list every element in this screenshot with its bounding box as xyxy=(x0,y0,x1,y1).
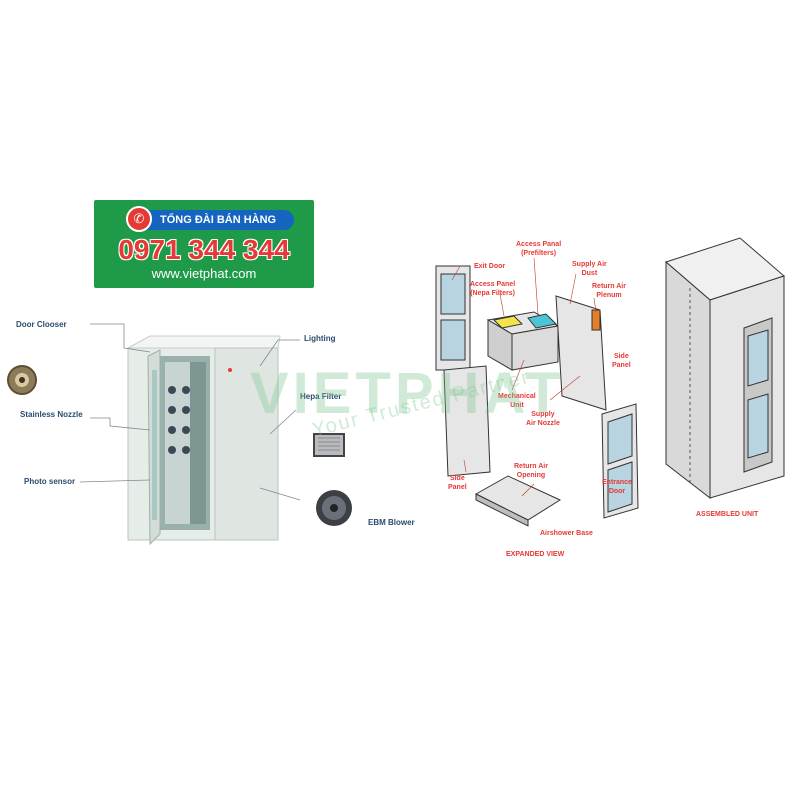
hotline-title: TỔNG ĐÀI BÁN HÀNG xyxy=(134,210,294,230)
hotline-number: 0971 344 344 xyxy=(118,234,290,265)
label-entrance-door: Entrance Door xyxy=(602,479,632,495)
label-photo-sensor: Photo sensor xyxy=(24,477,76,486)
label-airshower-base: Airshower Base xyxy=(540,530,593,537)
label-stainless-nozzle: Stainless Nozzle xyxy=(20,410,83,419)
assembled-unit-diagram xyxy=(665,237,785,500)
label-side-panel-left: Side Panel xyxy=(448,475,467,491)
label-exit-door: Exit Door xyxy=(474,263,506,270)
caption-expanded-view: EXPANDED VIEW xyxy=(506,551,565,558)
caption-assembled-unit: ASSEMBLED UNIT xyxy=(696,511,759,518)
expanded-view-diagram xyxy=(435,257,639,527)
air-shower-photo-illustration xyxy=(7,323,352,546)
label-access-panel-prefilters: Access Panal (Prefilters) xyxy=(516,241,562,257)
watermark-brand: VIETPHAT xyxy=(250,361,565,426)
website-url: www.vietphat.com xyxy=(151,266,257,281)
label-return-air-plenum: Return Air Plenum xyxy=(592,283,626,299)
label-lighting: Lighting xyxy=(304,334,336,343)
label-supply-air-nozzle: Supply Air Nozzle xyxy=(526,411,560,427)
label-supply-air-dust: Supply Air Dust xyxy=(572,261,607,277)
label-return-air-opening: Return Air Opening xyxy=(514,463,548,479)
label-door-closer: Door Clooser xyxy=(16,320,67,329)
phone-icon: ✆ xyxy=(126,206,152,232)
label-hepa-filter: Hepa Filter xyxy=(300,392,342,401)
label-access-panel-nepa: Access Panel (Nepa Filters) xyxy=(470,281,516,297)
label-mechanical-unit: Mechanical Unit xyxy=(498,393,536,409)
label-side-panel-right: Side Panel xyxy=(612,353,631,369)
sales-hotline-banner: TỔNG ĐÀI BÁN HÀNG ✆ 0971 344 344 www.vie… xyxy=(94,200,314,288)
label-ebm-blower: EBM Blower xyxy=(368,518,415,527)
